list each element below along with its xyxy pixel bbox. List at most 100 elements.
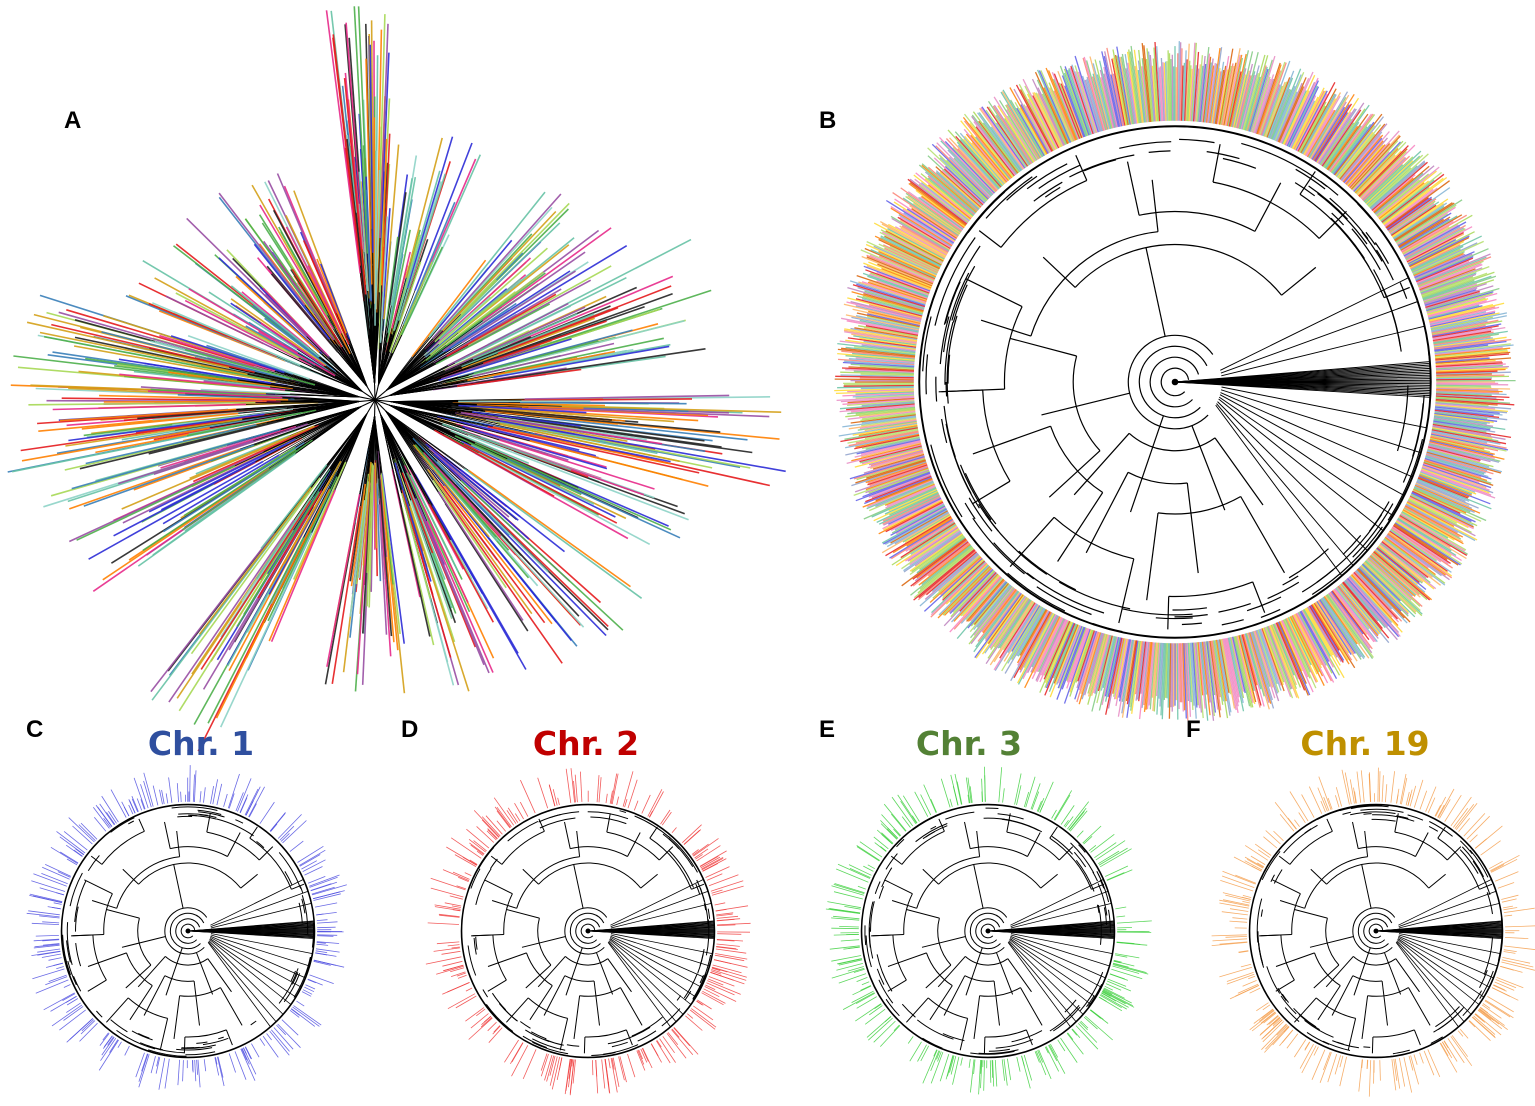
tip-label	[894, 503, 945, 531]
tip-label	[987, 100, 1031, 165]
tip-label	[987, 598, 1030, 659]
tip-label	[1323, 1051, 1331, 1071]
tip-label	[902, 208, 955, 243]
tip-label	[927, 166, 979, 211]
tip-label	[671, 827, 677, 834]
tip-label	[1421, 466, 1490, 491]
tip-label	[1223, 62, 1237, 126]
tip-label	[349, 459, 369, 582]
tip-label	[933, 1049, 938, 1057]
internal-connector	[1259, 934, 1281, 937]
tip-label	[568, 1059, 572, 1079]
tip-label	[1116, 915, 1126, 918]
tip-label	[1363, 561, 1417, 613]
tip-label	[504, 337, 664, 373]
internal-connector	[964, 821, 971, 849]
tip-label	[595, 1059, 598, 1077]
tip-label	[1242, 634, 1258, 686]
internal-connector	[983, 1036, 986, 1054]
tip-label	[909, 182, 967, 226]
tip-label	[953, 576, 1002, 630]
tip-label	[1366, 1059, 1368, 1069]
internal-connector	[1075, 154, 1088, 181]
internal-connector	[87, 979, 107, 992]
tip-label	[1433, 419, 1491, 430]
tip-label	[493, 797, 515, 826]
clade-arc	[1433, 1006, 1465, 1033]
clade-arc	[1273, 869, 1283, 884]
tip-label	[1298, 101, 1327, 153]
tip-label	[1250, 55, 1276, 133]
tip-label	[849, 280, 926, 306]
tip-label	[1493, 984, 1505, 991]
tip-label	[1423, 462, 1494, 487]
internal-connector	[1278, 855, 1291, 865]
long-branch	[1010, 903, 1112, 929]
tip-label	[1239, 634, 1255, 691]
tip-label	[1202, 641, 1211, 703]
tip-label	[1277, 77, 1307, 143]
tip-label	[956, 580, 1007, 640]
clade-arc	[881, 867, 893, 888]
tip-label	[309, 876, 338, 888]
clade-arc	[62, 934, 71, 976]
tip-label	[391, 234, 421, 335]
internal-branch	[256, 401, 361, 426]
internal-arc	[649, 837, 692, 890]
internal-arc	[926, 952, 953, 987]
tip-label	[1421, 468, 1490, 494]
tip-label	[878, 243, 939, 273]
tip-label	[1225, 638, 1240, 703]
tip-label	[1484, 999, 1514, 1019]
tip-label	[1140, 641, 1148, 694]
tip-label	[1032, 95, 1060, 149]
tip-label	[1432, 425, 1506, 440]
tip-label	[450, 430, 530, 465]
tip-label	[138, 1053, 149, 1082]
long-branch	[1010, 890, 1109, 927]
tip-label	[1395, 520, 1452, 557]
clade-arc	[1342, 535, 1362, 555]
tip-label	[110, 789, 127, 818]
internal-branch	[262, 406, 362, 462]
tip-label	[1109, 973, 1125, 980]
tip-label	[1410, 1055, 1419, 1085]
tip-label	[1356, 771, 1362, 803]
tree-branches	[460, 803, 716, 1059]
tip-label	[1316, 97, 1360, 163]
tip-label	[1341, 582, 1390, 639]
tip-label	[66, 1018, 94, 1043]
tip-label	[88, 460, 264, 560]
clade-arc	[922, 825, 948, 840]
clade-arc	[1412, 403, 1424, 457]
tip-label	[840, 371, 914, 375]
tip-label	[836, 963, 864, 971]
tip-label	[1418, 476, 1470, 498]
internal-arc	[1291, 893, 1301, 935]
tip-label	[423, 451, 502, 537]
tip-label	[510, 355, 666, 380]
tip-label	[473, 810, 500, 838]
tip-label	[1394, 523, 1459, 566]
internal-branch	[255, 401, 361, 403]
tip-label	[1020, 104, 1049, 154]
tip-label	[1469, 1020, 1491, 1041]
tip-label	[1037, 1050, 1044, 1063]
tip-label	[691, 849, 699, 855]
tip-label	[711, 969, 747, 981]
tip-label	[1405, 228, 1466, 261]
clade-arc	[943, 245, 981, 325]
tip-label	[129, 800, 136, 814]
tip-label	[1279, 814, 1295, 832]
tip-label	[1344, 580, 1386, 629]
tip-label	[1116, 55, 1130, 125]
tip-label	[482, 227, 612, 322]
clade-arc	[1206, 151, 1240, 160]
tip-label	[1100, 635, 1115, 691]
tip-label	[1353, 141, 1401, 193]
tip-label	[1163, 643, 1167, 701]
tip-label	[1369, 555, 1416, 597]
clade-arc	[189, 815, 217, 820]
tip-label	[234, 1051, 247, 1080]
tip-label	[883, 244, 939, 272]
